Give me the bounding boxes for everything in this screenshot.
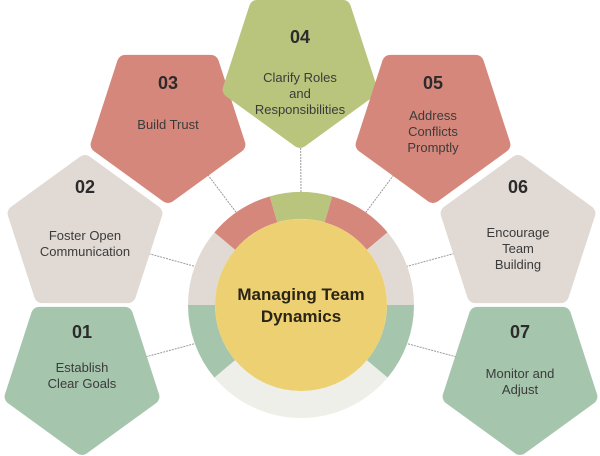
- pentagon-shape: [442, 306, 598, 455]
- ring-segment-02: [188, 232, 236, 305]
- step-number: 05: [423, 73, 443, 93]
- step-label-line: Encourage: [487, 225, 550, 240]
- step-label-line: Adjust: [502, 382, 539, 397]
- step-number: 06: [508, 177, 528, 197]
- pentagon-shape: [355, 54, 511, 203]
- pentagon-shape: [440, 155, 596, 304]
- step-label-line: Promptly: [407, 140, 459, 155]
- step-number: 01: [72, 322, 92, 342]
- step-label-line: Conflicts: [408, 124, 458, 139]
- step-number: 07: [510, 322, 530, 342]
- pentagon-shape: [7, 155, 163, 304]
- ring-segment-03: [214, 196, 278, 250]
- step-label-line: Communication: [40, 244, 130, 259]
- step-number: 03: [158, 73, 178, 93]
- step-label-line: Responsibilities: [255, 102, 346, 117]
- step-label-line: Address: [409, 108, 457, 123]
- step-label-line: Clarify Roles: [263, 70, 337, 85]
- step-label-line: and: [289, 86, 311, 101]
- center-title-line2: Dynamics: [261, 307, 341, 326]
- step-label-line: Establish: [56, 360, 109, 375]
- step-number: 02: [75, 177, 95, 197]
- step-number: 04: [290, 27, 310, 47]
- ring-segment-07: [366, 305, 414, 378]
- pentagon-shape: [4, 306, 160, 455]
- step-label-line: Foster Open: [49, 228, 121, 243]
- step-label-line: Build Trust: [137, 117, 199, 132]
- ring-segment-base: [214, 360, 388, 418]
- center-circle: [215, 219, 387, 391]
- step-label-line: Monitor and: [486, 366, 555, 381]
- center-title-line1: Managing Team: [237, 285, 364, 304]
- ring-segment-06: [366, 232, 414, 305]
- ring-segment-01: [188, 305, 236, 378]
- pentagon-shape: [90, 54, 246, 203]
- step-label-line: Building: [495, 257, 541, 272]
- step-label-line: Clear Goals: [48, 376, 117, 391]
- step-label-line: Team: [502, 241, 534, 256]
- ring-segment-05: [324, 196, 388, 250]
- ring-segment-04: [269, 191, 333, 223]
- pentagon-shape: [222, 0, 378, 148]
